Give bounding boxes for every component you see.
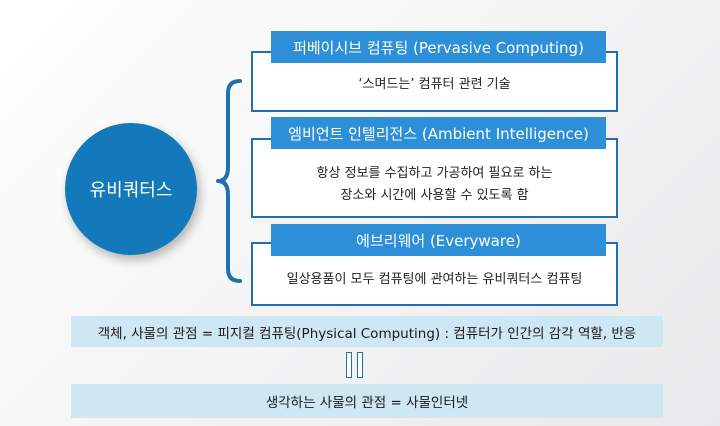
equals-bar-left bbox=[346, 352, 352, 378]
ambient-desc-line1: 항상 정보를 수집하고 가공하여 필요로 하는 bbox=[316, 165, 553, 181]
ambient-desc-line2: 장소와 시간에 사용할 수 있도록 함 bbox=[340, 188, 529, 203]
ambient-intelligence-label: 엠비언트 인텔리전스 (Ambient Intelligence) bbox=[271, 117, 606, 149]
ubiquitous-circle: 유비쿼터스 bbox=[65, 123, 197, 255]
pervasive-desc: ‘스며드는’ 컴퓨터 관련 기술 bbox=[358, 77, 511, 93]
iot-band: 생각하는 사물의 관점 = 사물인터넷 bbox=[71, 384, 663, 418]
physical-computing-band: 객체, 사물의 관점 = 피지컬 컴퓨팅(Physical Computing)… bbox=[71, 316, 663, 347]
everyware-label: 에브리웨어 (Everyware) bbox=[271, 224, 606, 256]
equals-bar-right bbox=[357, 352, 363, 378]
curly-brace bbox=[216, 79, 242, 283]
pervasive-computing-label: 퍼베이시브 컴퓨팅 (Pervasive Computing) bbox=[271, 31, 606, 63]
everyware-desc: 일상용품이 모두 컴퓨팅에 관여하는 유비쿼터스 컴퓨팅 bbox=[286, 271, 583, 287]
ambient-desc-box: 항상 정보를 수집하고 가공하여 필요로 하는 장소와 시간에 사용할 수 있도… bbox=[251, 138, 618, 218]
ubiquitous-label: 유비쿼터스 bbox=[89, 180, 173, 201]
